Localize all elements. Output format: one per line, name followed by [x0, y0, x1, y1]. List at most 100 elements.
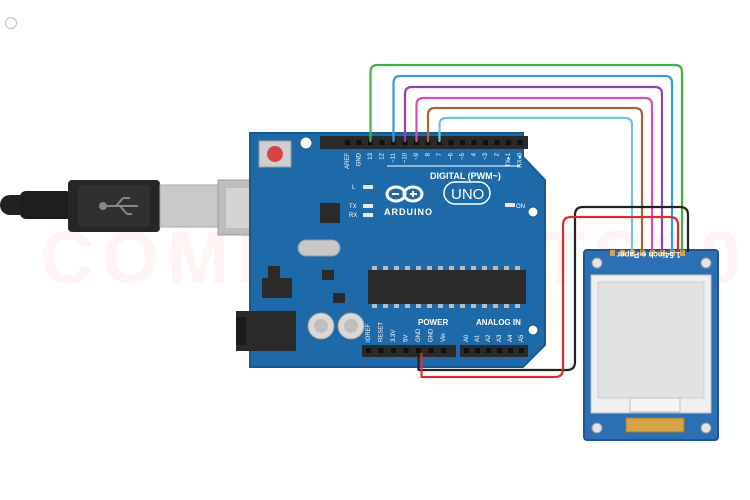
epaper-label: 1.54inch e-Paper [617, 250, 681, 259]
power-pin-row [366, 348, 446, 353]
chip-pin [504, 266, 509, 270]
header-pin [506, 140, 511, 145]
header-pin [441, 348, 446, 353]
led-tx-label: TX [349, 204, 357, 210]
chip-pin [449, 266, 454, 270]
chip-pin [471, 304, 476, 308]
chip-pin [449, 304, 454, 308]
digital-header-label: DIGITAL (PWM~) [430, 171, 501, 181]
epaper-pin-row [610, 250, 685, 256]
header-pin [471, 140, 477, 145]
usb-plug-connector [159, 184, 219, 228]
chip-pin [427, 304, 432, 308]
signal-wire [438, 116, 634, 252]
power-header-label: POWER [418, 318, 448, 327]
epaper-pin [650, 250, 655, 256]
usb-cable [0, 179, 291, 236]
header-pin [517, 140, 523, 145]
header-pin [391, 348, 396, 353]
mount-hole-icon [527, 324, 539, 336]
epaper-pin [670, 250, 675, 256]
signal-wire [392, 74, 674, 252]
digital-pin-row [345, 140, 523, 145]
epaper-display-screen [597, 281, 705, 399]
header-pin [356, 140, 362, 145]
pin-label: ~6 [449, 152, 455, 160]
pin-label: 3.3V [391, 330, 397, 342]
pin-label: TX▸1 [506, 152, 512, 167]
header-pin [475, 348, 480, 353]
digital-header [320, 136, 528, 149]
pin-label: RX◂0 [518, 152, 524, 167]
epaper-pin [610, 250, 615, 256]
header-pin [460, 140, 465, 145]
voltage-regulator [262, 278, 292, 298]
reset-button-cap-icon [267, 146, 283, 162]
epaper-fpc-connector [625, 417, 685, 433]
pin-label: IOREF [366, 323, 372, 342]
chip-pin [493, 266, 498, 270]
pin-label: A5 [519, 334, 525, 342]
analog-pin-row [464, 348, 524, 353]
led-rx-label: RX [349, 213, 357, 219]
pin-label: A2 [486, 334, 492, 342]
vcc-wire [420, 215, 680, 379]
chip-pin [504, 304, 509, 308]
chip-pin [482, 304, 487, 308]
pin-label: A3 [497, 334, 503, 342]
pin-label: 12 [380, 152, 386, 159]
header-pin [519, 348, 524, 353]
analog-header [460, 345, 528, 357]
epaper-pin [640, 250, 645, 256]
header-pin [402, 140, 408, 145]
chip-pin [471, 266, 476, 270]
header-pin [391, 140, 396, 145]
corner-circle-icon[interactable] [5, 17, 17, 29]
capacitor-top [344, 319, 358, 333]
led-l-icon [363, 185, 373, 189]
header-pin [483, 140, 488, 145]
atmega-chip-pins [372, 266, 520, 308]
led-l-label: L [352, 185, 356, 191]
header-pin [437, 140, 442, 145]
epaper-pin [660, 250, 665, 256]
wires [369, 63, 690, 379]
chip-pin [482, 266, 487, 270]
uno-badge [443, 181, 491, 205]
chip-pin [438, 304, 443, 308]
pin-label: A1 [475, 334, 481, 342]
signal-wire [403, 85, 664, 252]
header-pin [428, 348, 434, 353]
atmega-chip [368, 270, 526, 304]
chip-pin [405, 266, 410, 270]
usb-cable-strain-relief [20, 191, 72, 219]
chip-pin [438, 266, 443, 270]
header-pin [464, 348, 469, 353]
led-tx-icon [363, 204, 373, 208]
chip-pin [460, 304, 465, 308]
led-on-label: ON [516, 204, 525, 210]
epaper-pin [630, 250, 635, 256]
pin-label: ~3 [483, 152, 489, 160]
mount-hole-icon [591, 257, 603, 269]
epaper-pin [680, 250, 685, 256]
arduino-logo-icon [385, 185, 424, 203]
capacitor-top [314, 319, 328, 333]
header-pin [425, 140, 431, 145]
signal-wire [369, 63, 684, 252]
usb-symbol-icon [99, 197, 138, 215]
pin-label: Vin [441, 333, 447, 342]
smd-component [322, 270, 334, 280]
mount-hole-icon [591, 422, 603, 434]
epaper-fpc-cable [629, 397, 681, 413]
chip-pin [372, 304, 377, 308]
pin-label: A0 [464, 334, 470, 342]
header-pin [414, 140, 419, 145]
smd-component [333, 293, 345, 303]
